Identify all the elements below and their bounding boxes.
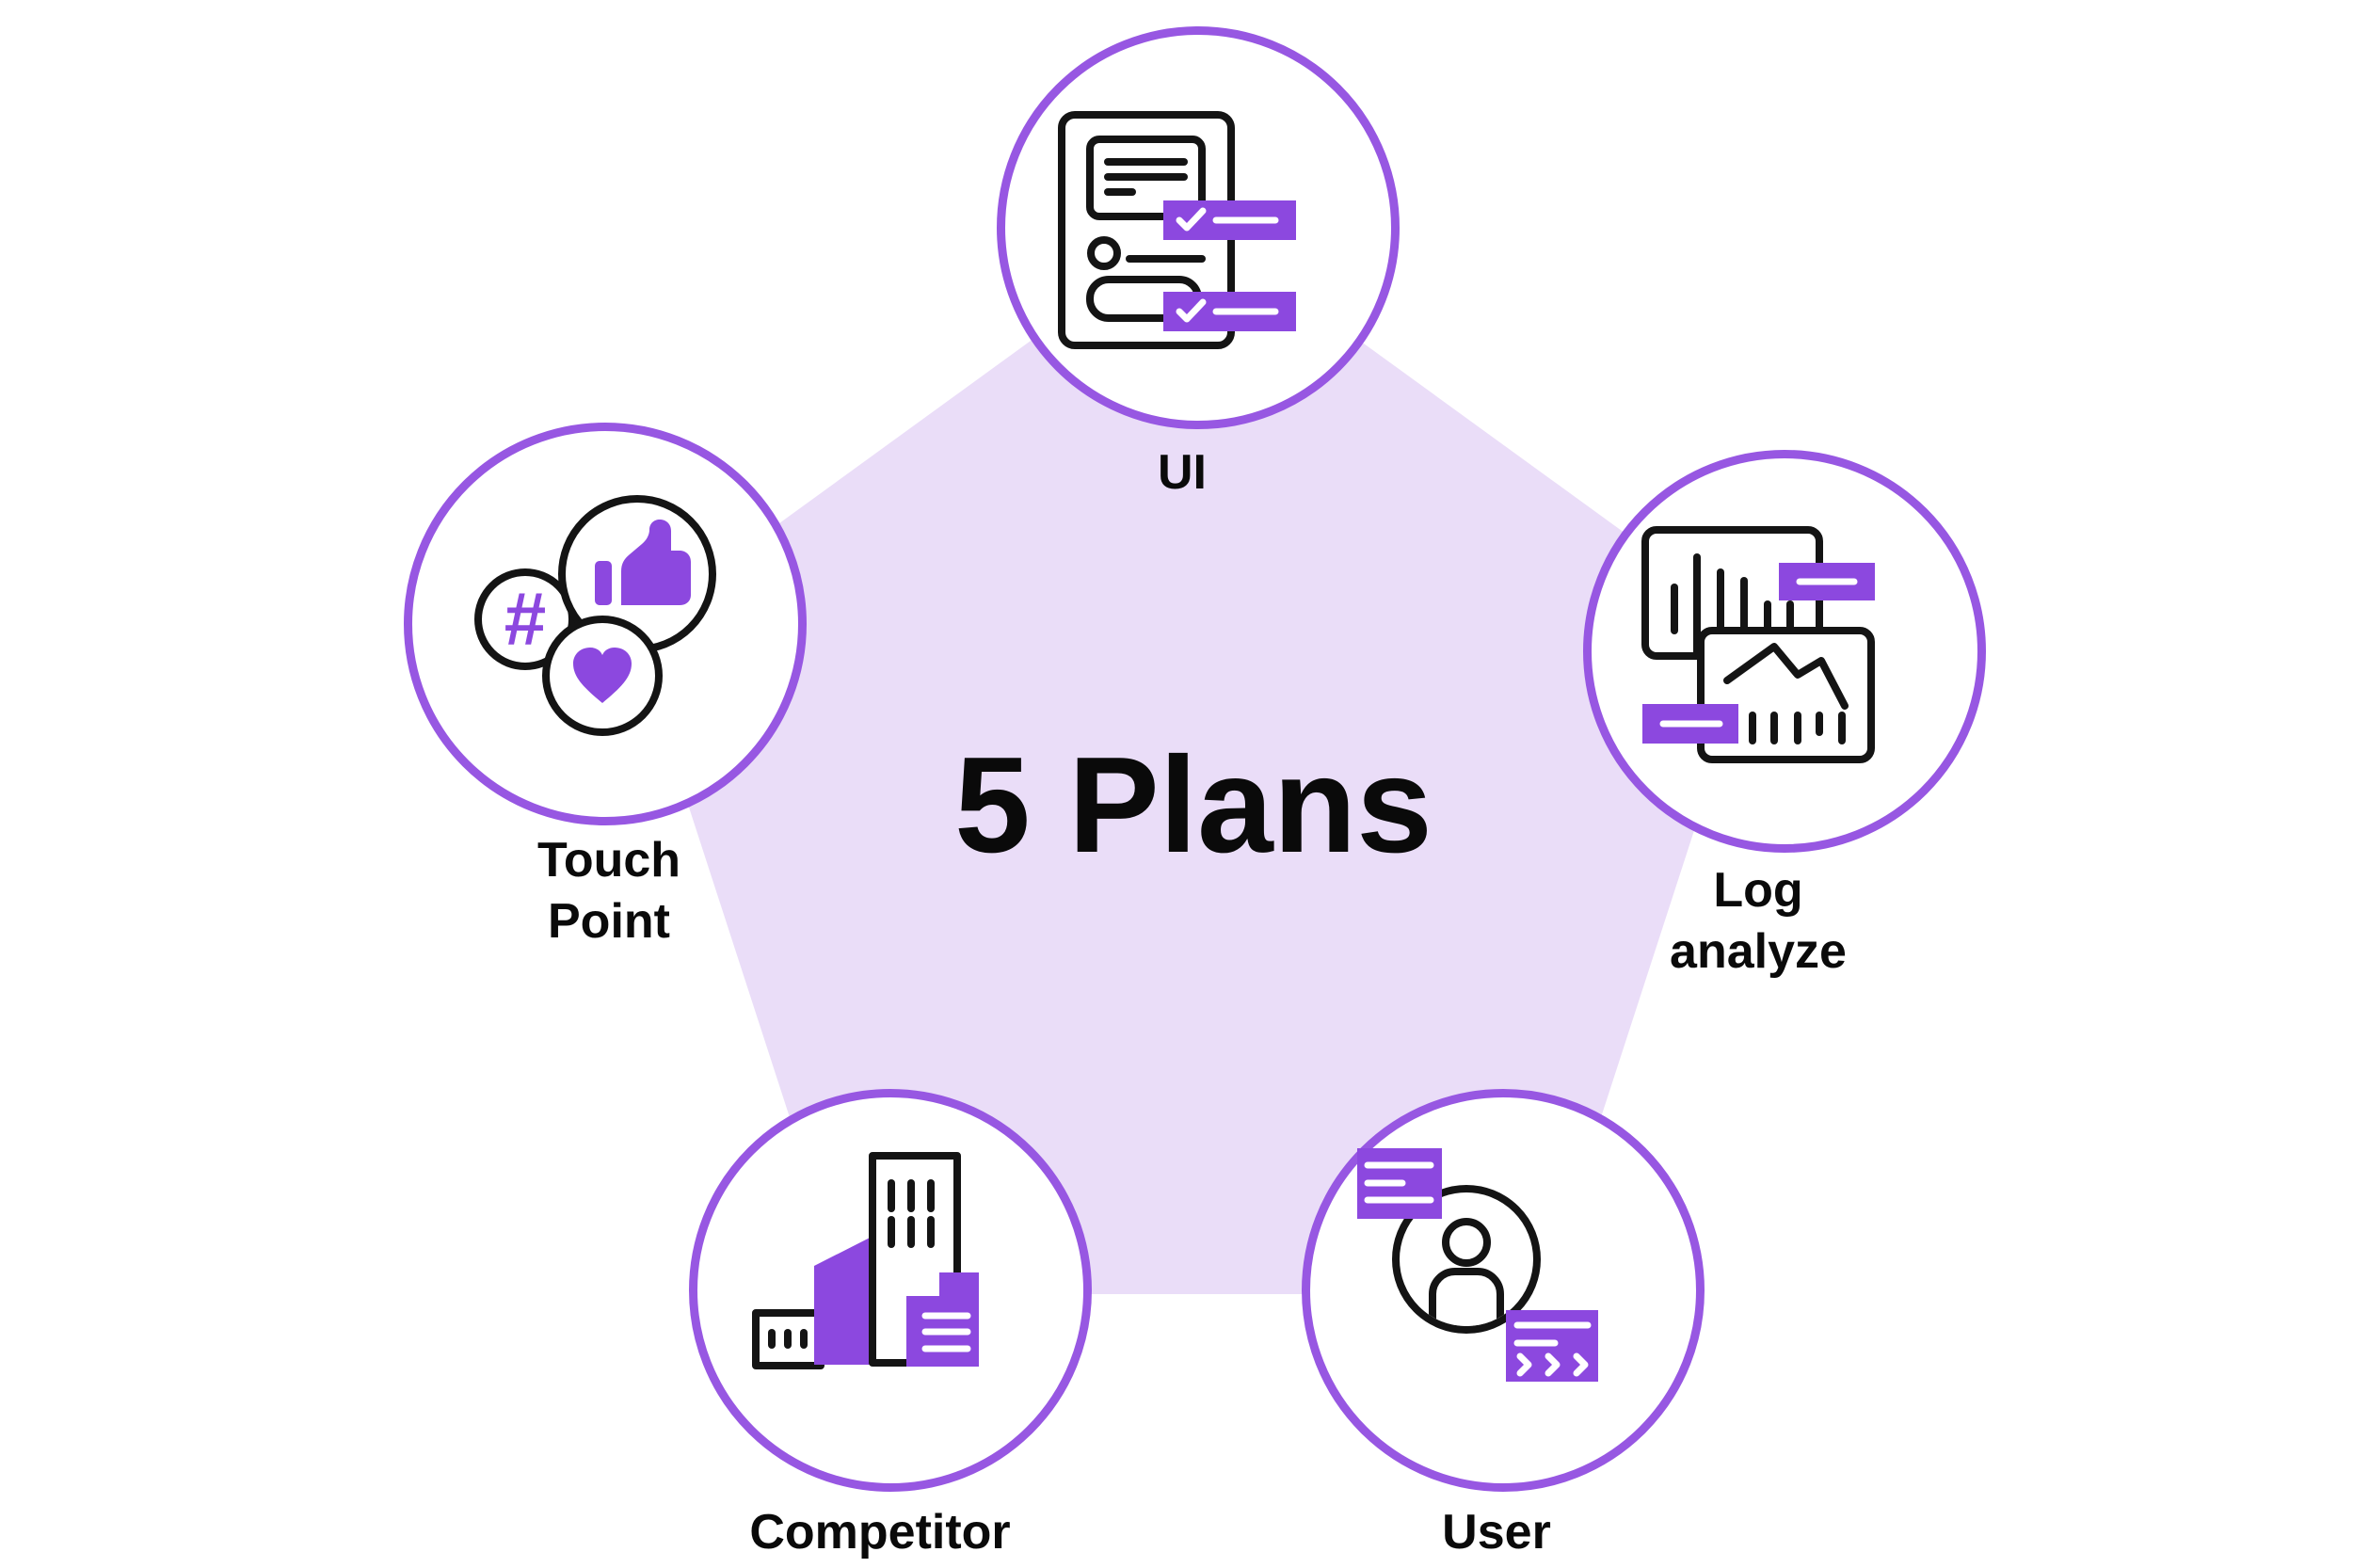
thumbs-up-bubble [558,495,716,653]
node-competitor [689,1089,1092,1492]
node-label-touch-point: Touch Point [536,833,681,949]
check-badge [1163,292,1296,331]
slanted-building [814,1235,875,1365]
node-log-analyze [1583,450,1986,853]
svg-text:#: # [504,577,547,661]
feedback-box [1506,1310,1598,1382]
tag-badge [1642,704,1738,744]
comment-box [1357,1148,1442,1219]
social-engagement-icon: # [474,495,716,736]
hashtag-bubble: # [474,568,576,670]
heart-bubble [542,616,663,736]
document-building [906,1272,979,1367]
tag-badge [1779,563,1875,600]
node-touch-point: # [404,423,807,825]
node-label-log-analyze: Log analyze [1670,863,1847,979]
node-label-ui: UI [1158,445,1207,500]
analytics-charts-icon [1641,526,1875,763]
node-user [1302,1089,1705,1492]
buildings-icon [752,1152,979,1369]
user-profile-feedback-icon [1357,1148,1598,1382]
check-badge [1163,200,1296,240]
node-label-competitor: Competitor [749,1505,1011,1560]
diagram-title: 5 Plans [954,728,1433,881]
node-ui [997,26,1400,429]
checklist-document-icon [1058,111,1296,349]
node-label-user: User [1442,1505,1551,1560]
